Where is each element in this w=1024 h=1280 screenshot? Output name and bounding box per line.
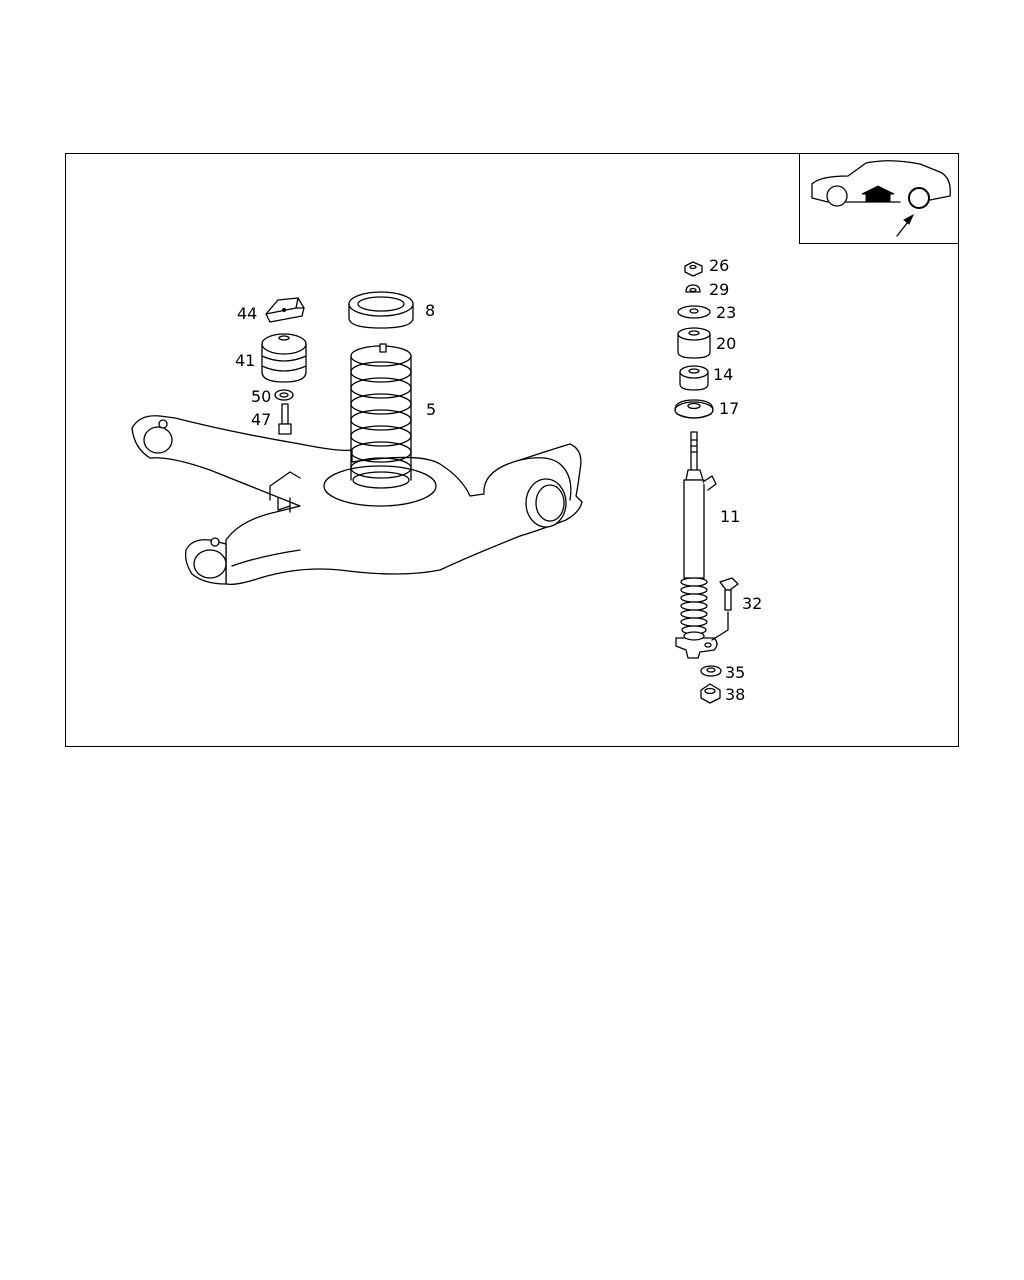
bump-stop <box>261 333 307 383</box>
nut-26 <box>684 261 703 277</box>
washer-29 <box>685 284 701 293</box>
rubber-mount-17 <box>674 399 714 419</box>
part-label-32: 32 <box>742 594 762 613</box>
washer-35 <box>700 665 722 677</box>
bump-stop-cap <box>265 297 305 323</box>
part-label-47: 47 <box>251 410 271 429</box>
part-label-35: 35 <box>725 663 745 682</box>
bolt-32 <box>711 577 739 641</box>
part-label-38: 38 <box>725 685 745 704</box>
part-label-50: 50 <box>251 387 271 406</box>
part-label-29: 29 <box>709 280 729 299</box>
washer-50 <box>274 389 294 401</box>
trailing-arm <box>131 415 583 586</box>
part-label-5: 5 <box>426 400 436 419</box>
shock-absorber <box>675 431 718 659</box>
car-rear-axle-locator-icon <box>811 160 951 237</box>
part-label-20: 20 <box>716 334 736 353</box>
part-label-26: 26 <box>709 256 729 275</box>
part-label-23: 23 <box>716 303 736 322</box>
part-label-14: 14 <box>713 365 733 384</box>
part-label-17: 17 <box>719 399 739 418</box>
part-label-41: 41 <box>235 351 255 370</box>
diagram-frame <box>65 153 959 747</box>
rubber-mount-14 <box>679 365 709 391</box>
locator-inset-frame <box>799 153 959 244</box>
part-label-44: 44 <box>237 304 257 323</box>
nut-38 <box>700 683 721 704</box>
spring-seat-ring <box>348 291 414 329</box>
coil-spring <box>350 343 412 489</box>
part-label-8: 8 <box>425 301 435 320</box>
washer-23 <box>677 305 711 319</box>
rubber-mount-20 <box>677 327 711 359</box>
bolt-47 <box>278 403 292 435</box>
part-label-11: 11 <box>720 507 740 526</box>
